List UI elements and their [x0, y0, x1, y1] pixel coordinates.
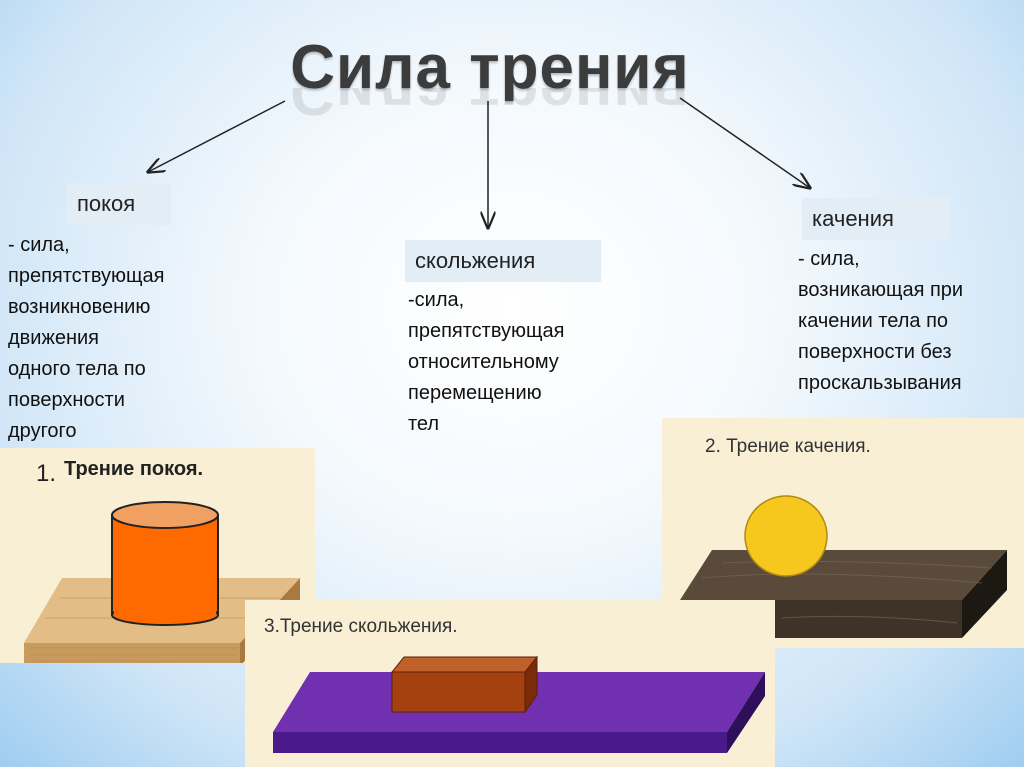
- felt-side: [727, 672, 765, 753]
- ball: [744, 495, 828, 577]
- panel-caption: Трение покоя.: [64, 458, 204, 480]
- block-side: [524, 655, 538, 714]
- description-rest: - сила, препятствующая возникновению дви…: [8, 234, 165, 442]
- panel-rest-friction: 1. Трение покоя.: [0, 448, 315, 663]
- arrow-to-rolling: [679, 97, 810, 188]
- label-rolling: качения: [802, 198, 949, 240]
- label-rest: покоя: [67, 183, 171, 225]
- label-sliding: скольжения: [405, 240, 601, 282]
- page-title: Сила трения: [290, 33, 690, 102]
- ball-on-board-illustration: [680, 495, 1007, 638]
- description-rolling: - сила, возникающая при качении тела по …: [798, 248, 964, 394]
- panel-caption: 2. Трение качения.: [705, 436, 871, 457]
- cylinder-top: [111, 501, 219, 529]
- panel-number: 1.: [36, 460, 57, 487]
- panel-sliding-friction: 3.Трение скольжения.: [245, 600, 775, 767]
- description-sliding: -сила, препятствующая относительному пер…: [408, 289, 565, 435]
- board-side: [962, 550, 1007, 638]
- felt-front: [273, 732, 727, 753]
- block-front: [391, 671, 526, 713]
- panel-caption: 3.Трение скольжения.: [264, 616, 458, 637]
- block-on-felt-illustration: [273, 655, 765, 753]
- arrow-to-rest: [148, 100, 286, 172]
- block-top: [390, 656, 539, 673]
- board-front: [774, 600, 962, 638]
- board-front: [24, 643, 240, 663]
